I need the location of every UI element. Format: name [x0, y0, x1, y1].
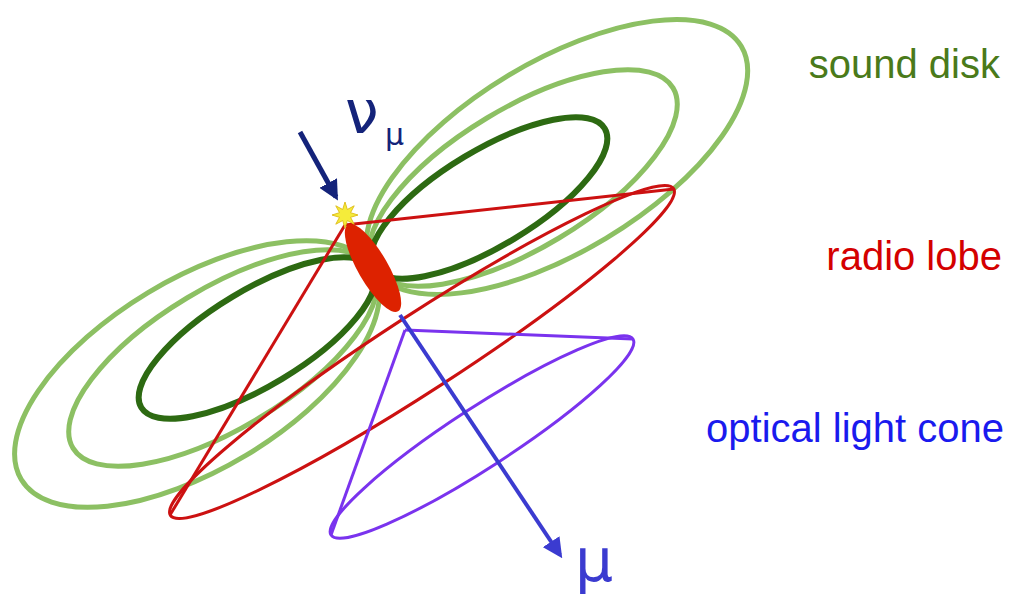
neutrino-arrow [300, 132, 336, 197]
particle-subscript: μ [385, 120, 404, 150]
optical-cone-base [315, 314, 650, 560]
region-label: sound disk [809, 44, 1000, 84]
optical-cone-side [405, 330, 633, 339]
radio-cone-side [345, 189, 674, 225]
muon-arrow [400, 315, 560, 555]
particle-symbol: μ [575, 530, 613, 590]
interaction-burst [332, 202, 358, 228]
region-label: radio lobe [826, 236, 1002, 276]
particle-symbol: ν [345, 82, 379, 142]
radio-cone-side [170, 225, 345, 515]
particle-shower [335, 217, 411, 319]
region-label: optical light cone [706, 408, 1004, 448]
sound-lobe-outer [324, 0, 790, 349]
radio-cone-base [150, 157, 695, 548]
optical-cone-side [331, 330, 405, 535]
sound-lobe-outer [0, 187, 422, 561]
